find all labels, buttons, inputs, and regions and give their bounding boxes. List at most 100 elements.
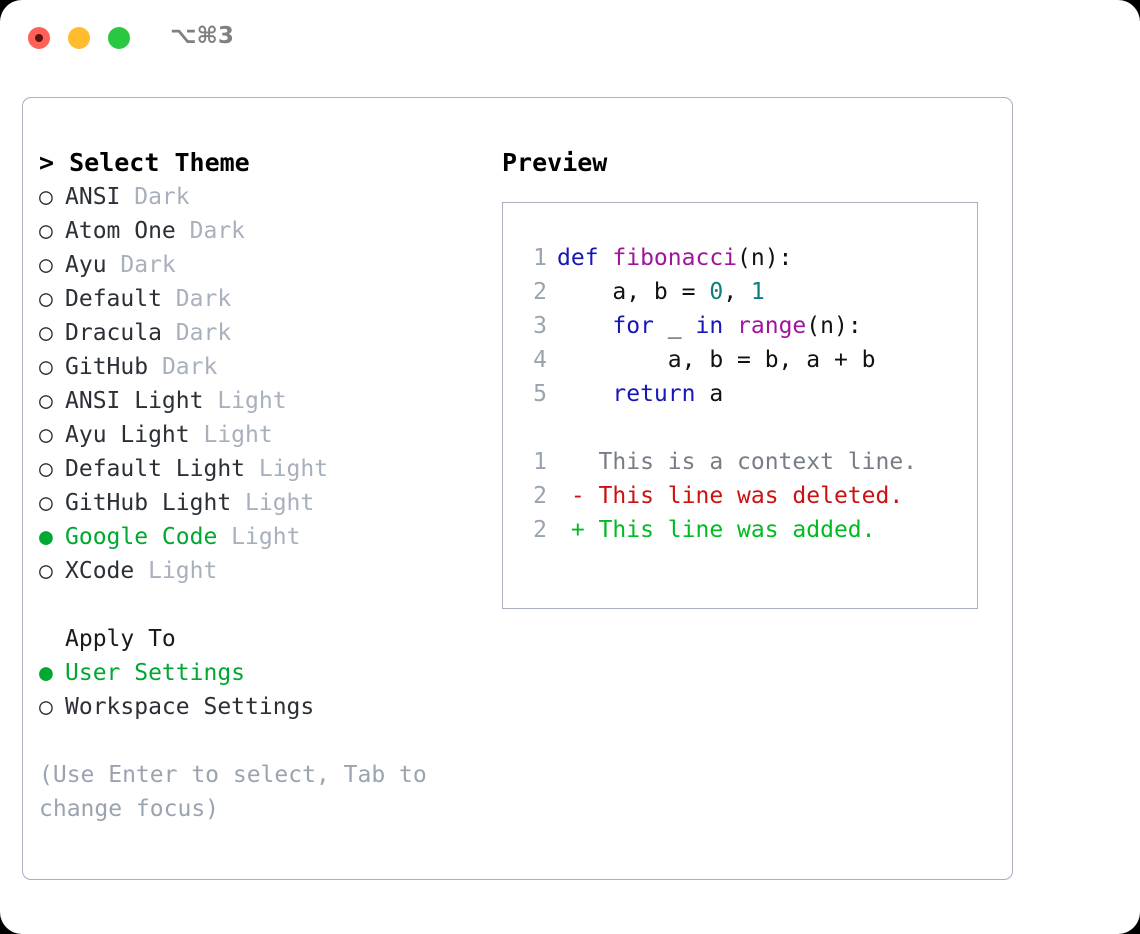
radio-unselected-icon: ○ [39,354,53,380]
code-line: 4 a, b = b, a + b [503,343,977,377]
theme-option-github-light[interactable]: ○ GitHub Light Light [39,486,489,520]
diff-line-text: + This line was added. [557,517,876,543]
theme-option-label: Dracula [65,320,162,346]
theme-option-kind: Dark [161,320,232,346]
theme-option-label: Ayu [65,252,107,278]
theme-option-ansi[interactable]: ○ANSI Dark [39,180,489,214]
main-panel: > Select Theme ○ANSI Dark○Atom One Dark○… [22,97,1013,880]
line-number: 3 [533,313,547,339]
apply-to-option-list: ●User Settings ○ Workspace Settings [39,656,489,724]
section-spacer [39,588,489,622]
line-number: 4 [533,347,547,373]
radio-unselected-icon: ○ [39,490,53,516]
line-number: 2 [533,483,547,509]
line-number: 1 [533,245,547,271]
apply-to-option-label: Workspace Settings [65,694,315,720]
code-token: return [612,381,696,407]
radio-unselected-icon: ○ [39,422,53,448]
theme-option-google-code[interactable]: ● Google Code Light [39,520,489,554]
code-token: a [695,381,724,407]
theme-option-label: Google Code [65,524,218,550]
theme-option-kind: Dark [106,252,176,278]
theme-option-kind: Dark [148,354,218,380]
diff-line-added: 2 + This line was added. [503,513,977,547]
apply-to-option-workspace-settings[interactable]: ○ Workspace Settings [39,690,489,724]
diff-line-text: This is a context line. [557,449,918,475]
theme-option-label: ANSI Light [65,388,204,414]
radio-unselected-icon: ○ [39,320,53,346]
preview-heading: Preview [502,148,608,177]
line-number: 2 [533,279,547,305]
radio-unselected-icon: ○ [39,286,53,312]
theme-option-list: ○ANSI Dark○Atom One Dark○Ayu Dark○Defaul… [39,180,489,588]
radio-unselected-icon: ○ [39,558,53,584]
theme-option-label: GitHub Light [65,490,232,516]
apply-to-heading: Apply To [65,626,176,652]
theme-option-kind: Light [189,422,273,448]
theme-option-atom-one[interactable]: ○Atom One Dark [39,214,489,248]
radio-selected-icon: ● [39,524,53,550]
diff-line-deleted: 2 - This line was deleted. [503,479,977,513]
theme-option-github[interactable]: ○ GitHub Dark [39,350,489,384]
radio-selected-icon: ● [39,660,53,686]
theme-option-label: Atom One [65,218,176,244]
line-number: 2 [533,517,547,543]
code-token [557,381,612,407]
code-line: 5 return a [503,377,977,411]
code-line: 2 a, b = 0, 1 [503,275,977,309]
line-number: 5 [533,381,547,407]
code-line: 3 for _ in range(n): [503,309,977,343]
code-token: range [737,313,807,339]
minimize-button[interactable] [68,27,90,49]
theme-option-kind: Light [134,558,218,584]
theme-option-kind: Light [203,388,287,414]
code-token: (n): [737,245,793,271]
code-token: 1 [750,279,765,305]
radio-unselected-icon: ○ [39,694,53,720]
theme-option-label: ANSI [65,184,121,210]
code-token: a, b = [557,279,710,305]
code-token: 0 [709,279,724,305]
theme-option-kind: Light [231,490,315,516]
diff-line-context: 1 This is a context line. [503,445,977,479]
radio-unselected-icon: ○ [39,456,53,482]
theme-option-kind: Dark [161,286,232,312]
keyboard-hint-text: (Use Enter to select, Tab to change focu… [39,762,427,822]
close-button[interactable] [28,27,50,49]
code-token: a, b = b, a + b [557,347,876,373]
radio-unselected-icon: ○ [39,252,53,278]
theme-option-kind: Dark [120,184,190,210]
theme-option-kind: Light [217,524,301,550]
code-token: for [612,313,654,339]
code-token: _ [653,313,696,339]
theme-option-ayu[interactable]: ○ Ayu Dark [39,248,489,282]
maximize-button[interactable] [108,27,130,49]
code-token: (n): [806,313,862,339]
theme-option-label: Default [65,286,162,312]
theme-picker-heading: > Select Theme [39,148,250,177]
radio-unselected-icon: ○ [39,388,53,414]
code-token [557,313,612,339]
theme-option-kind: Light [245,456,329,482]
theme-option-ansi-light[interactable]: ○ ANSI Light Light [39,384,489,418]
theme-option-default[interactable]: ○ Default Dark [39,282,489,316]
theme-option-dracula[interactable]: ○ Dracula Dark [39,316,489,350]
radio-unselected-icon: ○ [39,218,53,244]
theme-option-label: Ayu Light [65,422,190,448]
apply-to-option-user-settings[interactable]: ●User Settings [39,656,489,690]
code-token: fibonacci [612,245,738,271]
theme-option-ayu-light[interactable]: ○ Ayu Light Light [39,418,489,452]
theme-option-default-light[interactable]: ○ Default Light Light [39,452,489,486]
theme-option-xcode[interactable]: ○ XCode Light [39,554,489,588]
title-bar: ⌥⌘3 [0,0,1140,80]
code-token: in [695,313,724,339]
diff-line-text: - This line was deleted. [557,483,904,509]
theme-option-label: GitHub [65,354,149,380]
theme-option-label: XCode [65,558,135,584]
diff-sample: 1 This is a context line.2 - This line w… [503,445,977,547]
theme-option-label: Default Light [65,456,246,482]
